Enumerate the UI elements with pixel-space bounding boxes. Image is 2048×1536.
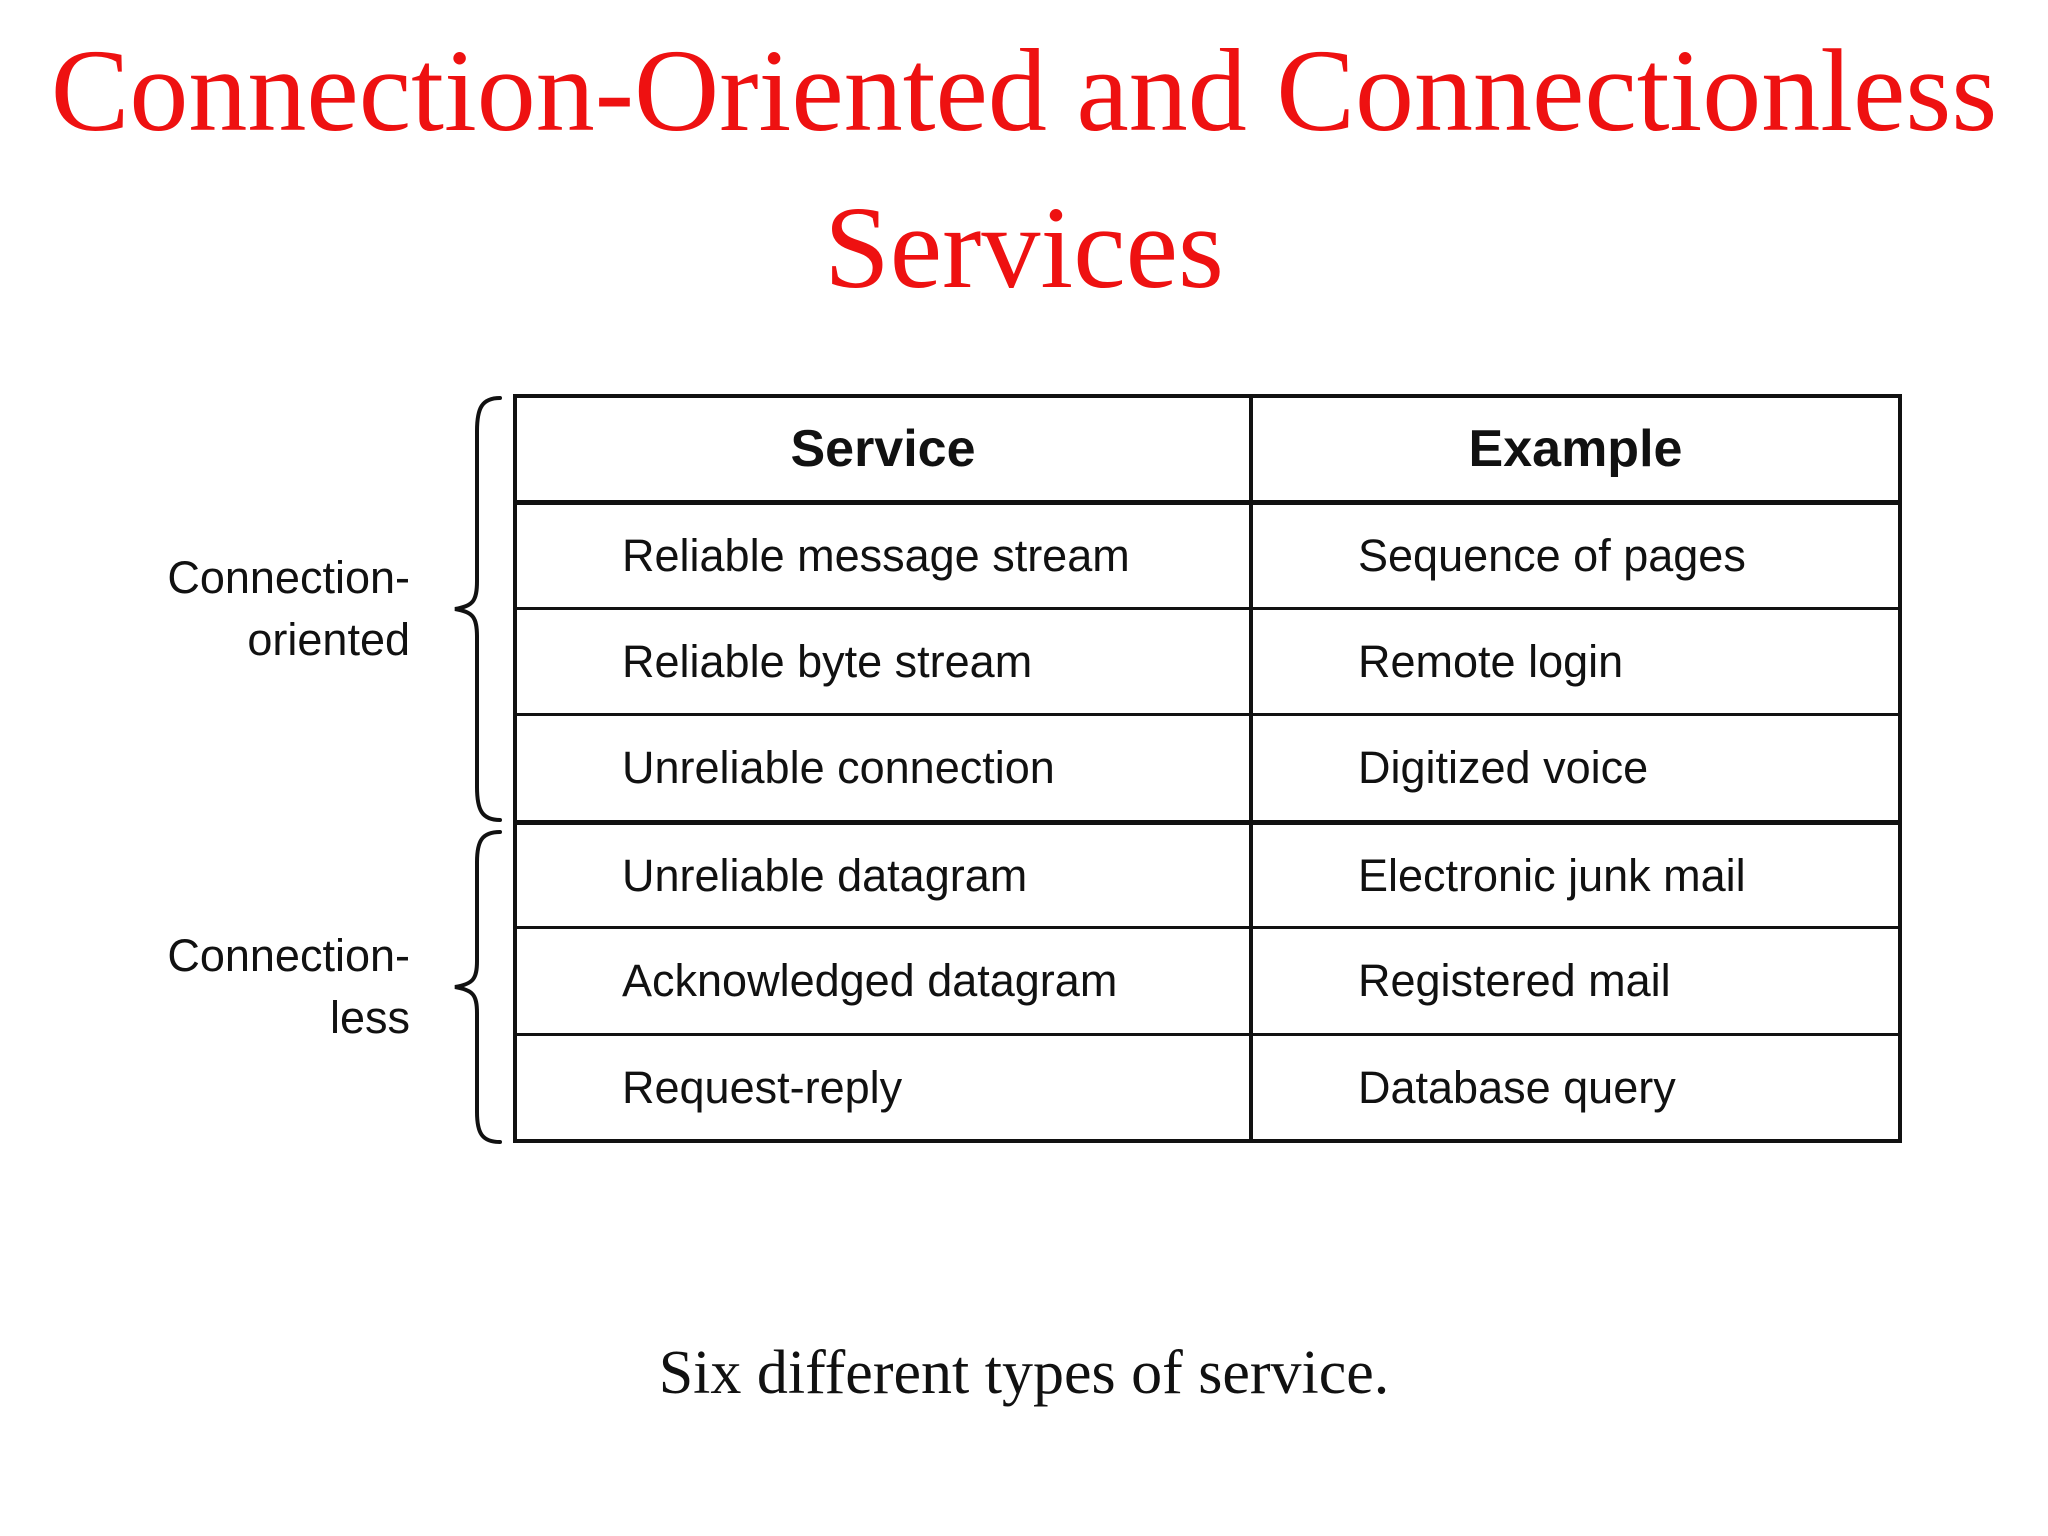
table-cell-example: Sequence of pages <box>1253 500 1898 607</box>
page-title-line1: Connection-Oriented and Connectionless <box>50 25 1998 156</box>
curly-brace-icon <box>454 830 502 1144</box>
table-cell-service: Acknowledged datagram <box>517 926 1253 1033</box>
table-cell-service: Request-reply <box>517 1032 1253 1139</box>
table-cell-service: Unreliable connection <box>517 713 1253 820</box>
figure-caption: Six different types of service. <box>658 1339 1390 1407</box>
table-cell-example: Remote login <box>1253 606 1898 714</box>
table-cell-example: Electronic junk mail <box>1253 819 1898 927</box>
group-label-line2: oriented <box>247 614 410 665</box>
table-cell-service: Reliable message stream <box>517 500 1253 607</box>
group-label-line1: Connection- <box>167 930 410 981</box>
table-cell-service: Reliable byte stream <box>517 606 1253 713</box>
services-table: Service Example Reliable message stream … <box>513 394 1902 1143</box>
column-header-example: Example <box>1468 420 1683 478</box>
table-cell-example: Digitized voice <box>1253 713 1898 820</box>
page-title: Connection-Oriented and Connectionless S… <box>0 12 2048 326</box>
page-title-line2: Services <box>824 182 1224 313</box>
table-cell-service: Unreliable datagram <box>517 819 1253 926</box>
group-label-connectionless: Connection- less <box>148 925 410 1049</box>
curly-brace-icon <box>454 396 502 822</box>
group-label-line2: less <box>329 992 410 1043</box>
group-label-line1: Connection- <box>167 552 410 603</box>
group-label-connection-oriented: Connection- oriented <box>148 547 410 671</box>
table-cell-example: Registered mail <box>1253 926 1898 1033</box>
table-cell-example: Database query <box>1253 1032 1898 1140</box>
column-header-service: Service <box>517 398 1253 500</box>
